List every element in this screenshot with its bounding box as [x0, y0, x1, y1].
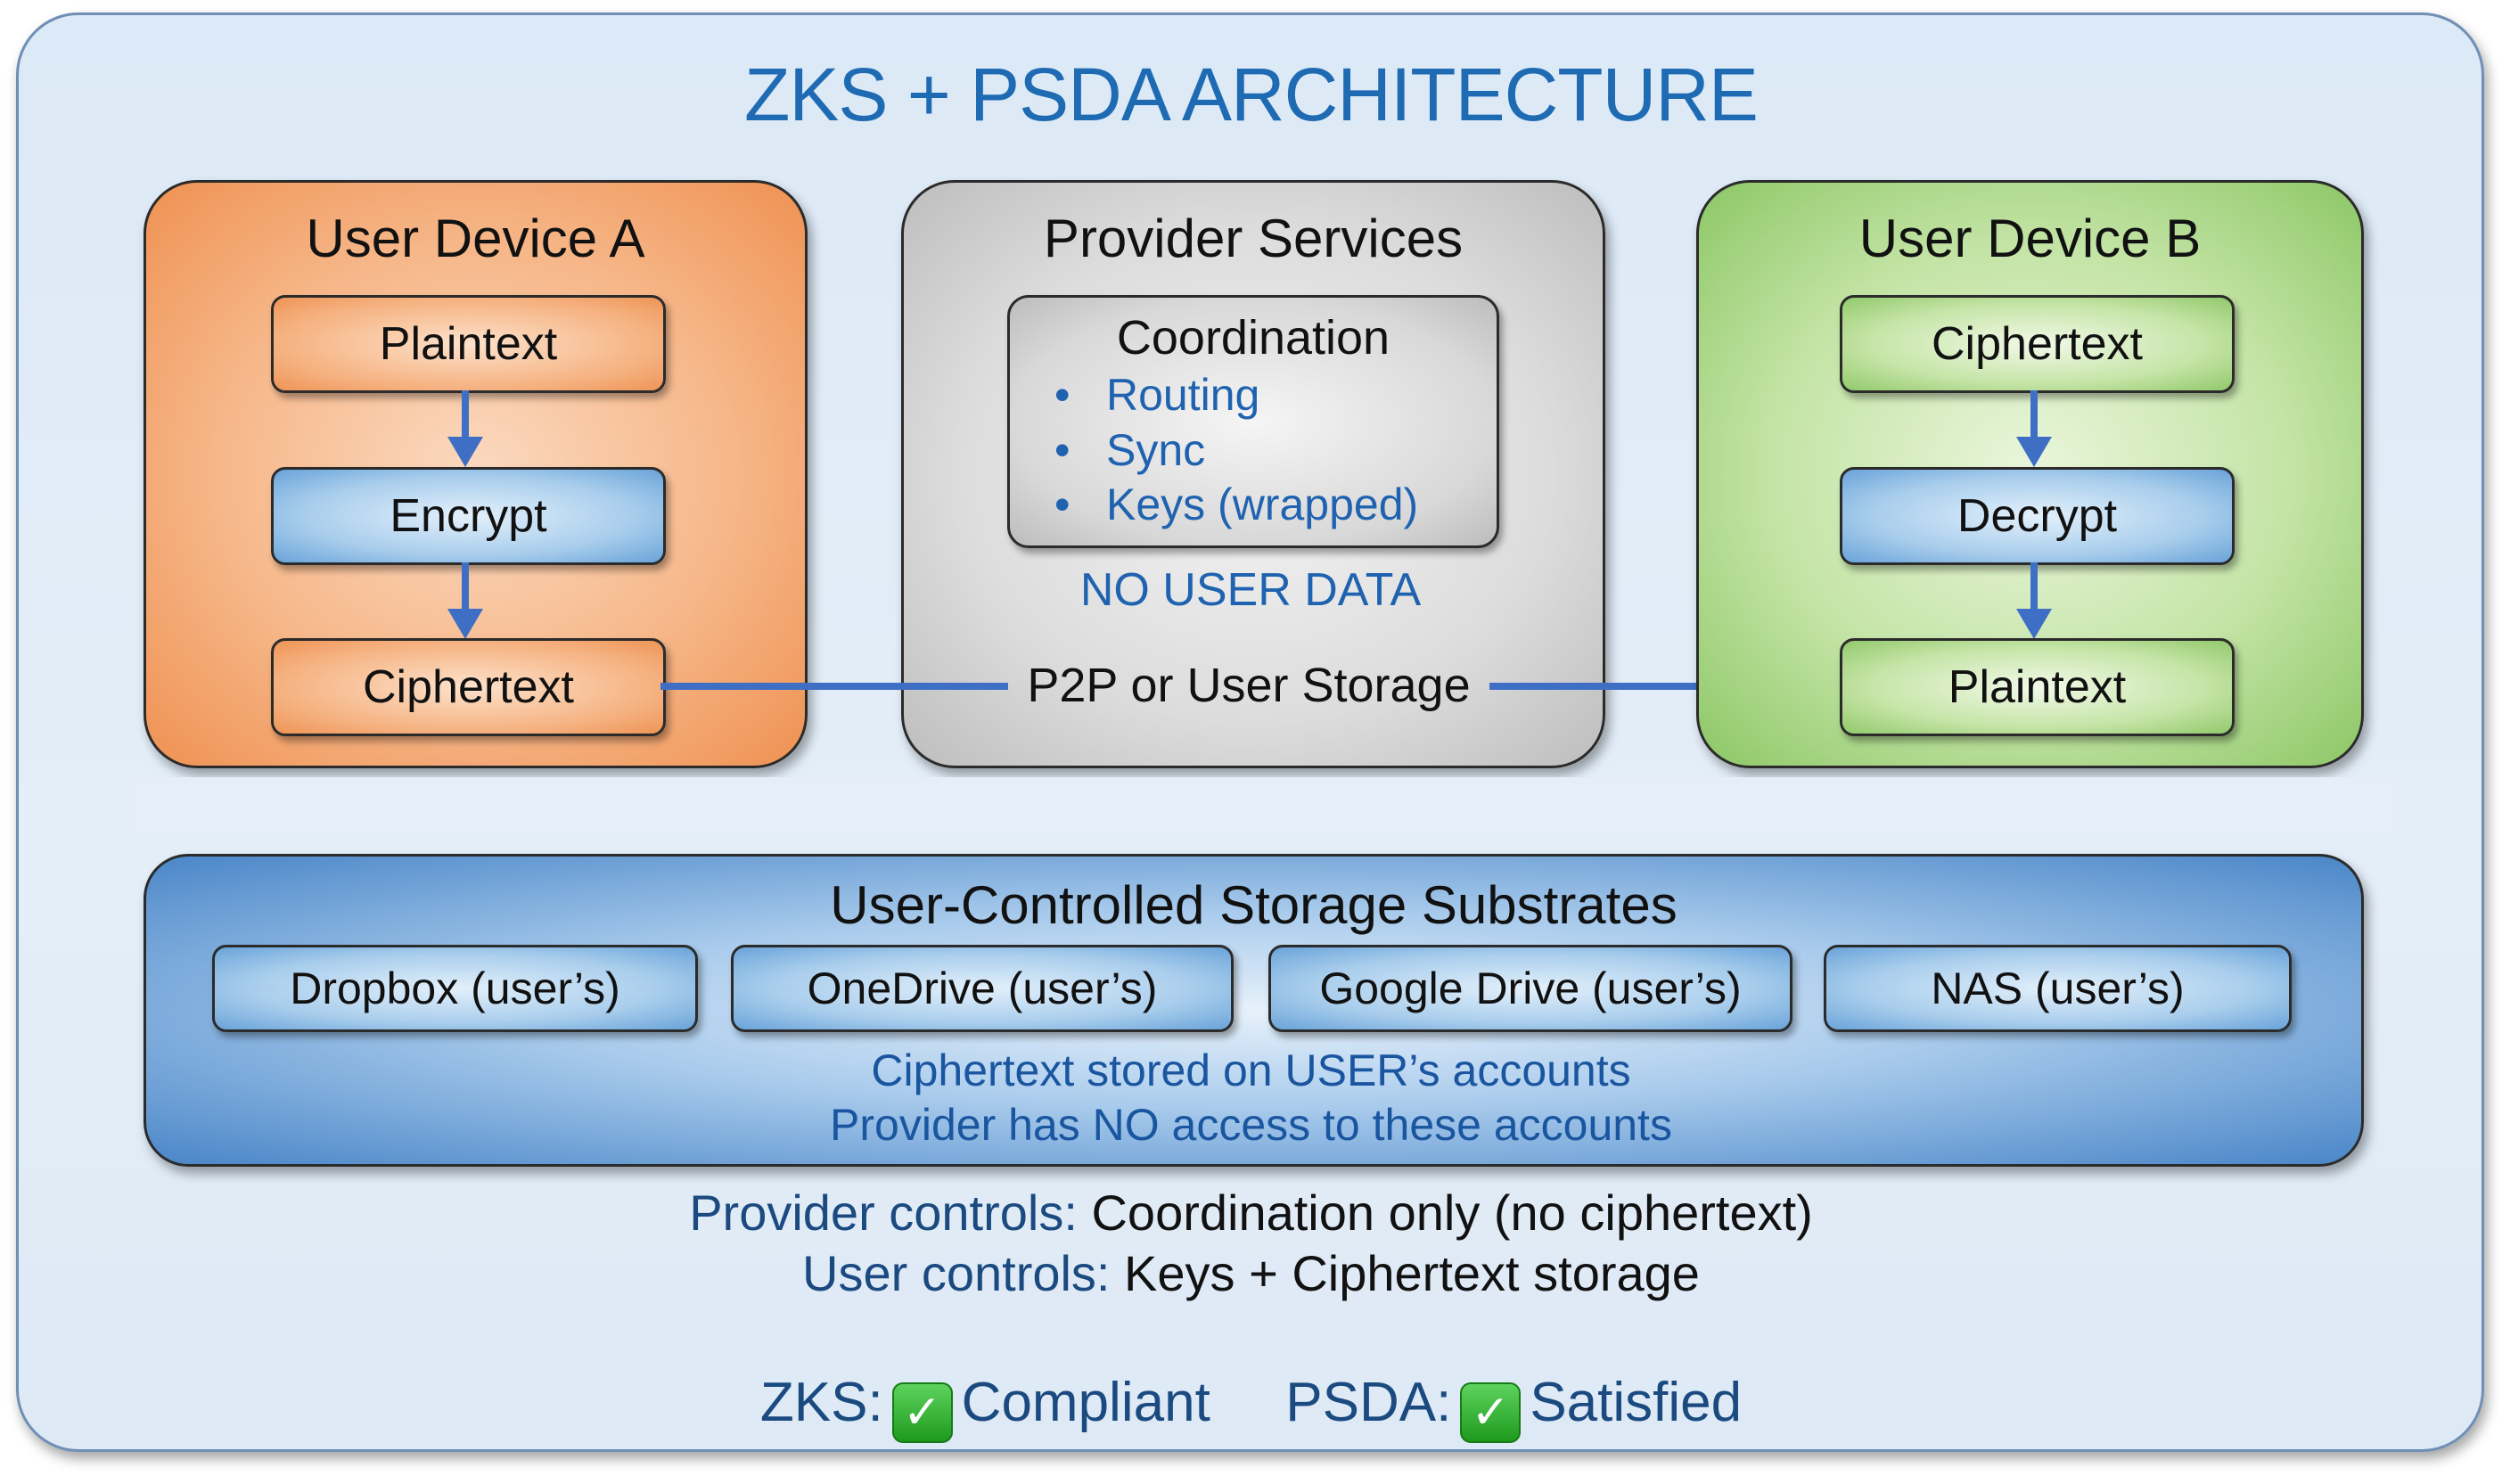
zks-label: ZKS:	[759, 1372, 883, 1433]
storage-note-1: Ciphertext stored on USER’s accounts	[871, 1045, 1631, 1095]
psda-value: Satisfied	[1530, 1372, 1743, 1433]
arrow-down-icon	[2030, 562, 2038, 611]
provider-controls-line: Provider controls: Coordination only (no…	[0, 1184, 2502, 1242]
zks-value: Compliant	[961, 1372, 1210, 1433]
flow-line	[660, 683, 1008, 690]
provider-title: Provider Services	[1043, 209, 1464, 268]
device-a-ciphertext-node: Ciphertext	[271, 638, 666, 736]
coordination-box: Coordination •Routing •Sync •Keys (wrapp…	[1007, 295, 1499, 548]
user-controls-label: User controls:	[802, 1245, 1111, 1301]
arrow-head-icon	[447, 609, 483, 639]
device-a-encrypt-node: Encrypt	[271, 467, 666, 565]
coordination-item: •Routing	[1054, 370, 1260, 420]
arrow-head-icon	[447, 437, 483, 467]
arrow-down-icon	[2030, 390, 2038, 439]
storage-item-dropbox: Dropbox (user’s)	[212, 945, 698, 1032]
no-user-data-label: NO USER DATA	[1079, 564, 1422, 616]
coordination-title: Coordination	[1116, 311, 1390, 365]
storage-note-2: Provider has NO access to these accounts	[830, 1100, 1672, 1150]
separator-band	[130, 777, 2399, 832]
arrow-down-icon	[462, 390, 469, 439]
compliance-status-line: ZKS:✓Compliant PSDA:✓Satisfied	[0, 1371, 2502, 1443]
device-a-plaintext-node: Plaintext	[271, 295, 666, 393]
device-b-title: User Device B	[1858, 209, 2202, 268]
storage-item-onedrive: OneDrive (user’s)	[731, 945, 1234, 1032]
provider-controls-label: Provider controls:	[689, 1185, 1078, 1241]
user-controls-line: User controls: Keys + Ciphertext storage	[0, 1244, 2502, 1302]
storage-title: User-Controlled Storage Substrates	[830, 875, 1678, 935]
coordination-item: •Keys (wrapped)	[1054, 480, 1419, 529]
storage-item-google-drive: Google Drive (user’s)	[1268, 945, 1792, 1032]
device-b-ciphertext-node: Ciphertext	[1840, 295, 2235, 393]
check-mark-icon: ✓	[1460, 1382, 1522, 1443]
user-controls-value: Keys + Ciphertext storage	[1124, 1245, 1700, 1301]
psda-label: PSDA:	[1285, 1372, 1452, 1433]
diagram-title: ZKS + PSDA ARCHITECTURE	[744, 53, 1759, 136]
coordination-item: •Sync	[1054, 425, 1206, 475]
transport-label: P2P or User Storage	[1027, 659, 1471, 712]
arrow-head-icon	[2016, 437, 2052, 467]
storage-item-nas: NAS (user’s)	[1824, 945, 2292, 1032]
arrow-down-icon	[462, 562, 469, 611]
device-b-plaintext-node: Plaintext	[1840, 638, 2235, 736]
arrow-head-icon	[2016, 609, 2052, 639]
provider-controls-value: Coordination only (no ciphertext)	[1091, 1185, 1813, 1241]
device-a-title: User Device A	[306, 209, 645, 268]
check-mark-icon: ✓	[891, 1382, 953, 1443]
flow-line	[1489, 683, 1810, 690]
device-b-decrypt-node: Decrypt	[1840, 467, 2235, 565]
